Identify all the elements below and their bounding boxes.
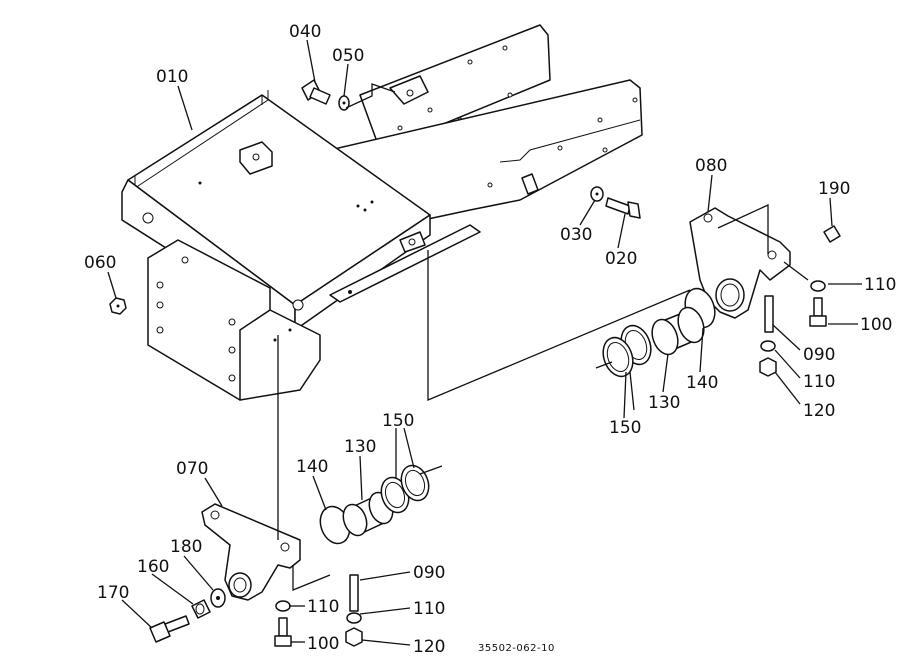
label-010: 010 [156, 67, 188, 87]
label-140-left: 140 [296, 457, 328, 477]
drawing-code: 35502-062-10 [478, 643, 555, 654]
label-090-left: 090 [413, 563, 445, 583]
label-100-right: 100 [860, 315, 892, 335]
bracket-070 [201, 503, 301, 601]
label-110-right: 110 [803, 372, 835, 392]
label-110-top: 110 [864, 275, 896, 295]
label-150-left: 150 [382, 411, 414, 431]
label-070: 070 [176, 459, 208, 479]
part-labels: 010 020 030 040 050 060 070 080 090 100 … [84, 22, 896, 657]
label-100-left: 100 [307, 634, 339, 654]
label-130-right: 130 [648, 393, 680, 413]
label-170: 170 [97, 583, 129, 603]
label-120-left: 120 [413, 637, 445, 657]
label-110-left-2: 110 [413, 599, 445, 619]
label-130-left: 130 [344, 437, 376, 457]
label-190: 190 [818, 179, 850, 199]
fasteners [109, 79, 841, 647]
label-080: 080 [695, 156, 727, 176]
right-bushing-set [602, 287, 716, 378]
label-140-right: 140 [686, 373, 718, 393]
label-180: 180 [170, 537, 202, 557]
left-bushing-set [319, 464, 430, 545]
label-060: 060 [84, 253, 116, 273]
label-030: 030 [560, 225, 592, 245]
label-150-right: 150 [609, 418, 641, 438]
leader-lines [107, 39, 862, 646]
bracket-080 [689, 207, 791, 319]
frame-010 [121, 24, 643, 331]
label-050: 050 [332, 46, 364, 66]
label-040: 040 [289, 22, 321, 42]
label-110-left: 110 [307, 597, 339, 617]
label-090-right: 090 [803, 345, 835, 365]
label-120-right: 120 [803, 401, 835, 421]
label-160: 160 [137, 557, 169, 577]
label-020: 020 [605, 249, 637, 269]
mount-plate [147, 239, 321, 401]
